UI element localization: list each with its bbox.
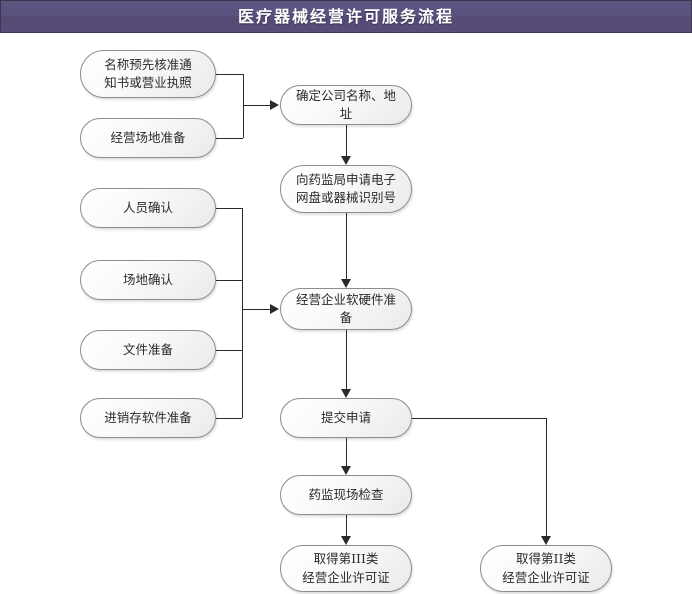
arrow-into-n7 (270, 100, 279, 110)
node-obtain-class-ii-license[interactable]: 取得第II类 经营企业许可证 (480, 545, 612, 592)
node-enterprise-hardware-software-preparation[interactable]: 经营企业软硬件准备 (280, 288, 412, 330)
node-label: 人员确认 (122, 199, 173, 215)
connector-n3-stub (216, 208, 242, 209)
node-label: 场地确认 (122, 271, 173, 287)
node-label: 取得第III类 经营企业许可证 (302, 551, 390, 585)
node-document-preparation[interactable]: 文件准备 (80, 330, 216, 370)
node-label: 名称预先核准通 知书或营业执照 (104, 56, 192, 90)
node-site-confirmation[interactable]: 场地确认 (80, 260, 216, 300)
connector-bus-top (243, 74, 244, 138)
flowchart-canvas: 名称预先核准通 知书或营业执照 经营场地准备 人员确认 场地确认 文件准备 进销… (0, 33, 692, 594)
node-name-approval-or-license[interactable]: 名称预先核准通 知书或营业执照 (80, 50, 216, 98)
node-label: 向药监局申请电子 网盘或器械识别号 (295, 171, 396, 205)
node-onsite-inspection[interactable]: 药监现场检查 (280, 475, 412, 515)
connector-n8-to-n9 (346, 213, 347, 279)
node-apply-edrive-or-device-id[interactable]: 向药监局申请电子 网盘或器械识别号 (280, 165, 412, 213)
node-label: 文件准备 (122, 341, 173, 357)
arrow-into-n10 (341, 389, 351, 398)
node-obtain-class-iii-license[interactable]: 取得第III类 经营企业许可证 (280, 545, 412, 592)
connector-right-down (546, 418, 547, 536)
connector-n10-to-n11 (346, 438, 347, 466)
arrow-into-n8 (341, 156, 351, 165)
node-label: 提交申请 (320, 409, 371, 425)
connector-bus-mid-to-n9 (242, 309, 271, 310)
page-title: 医疗器械经营许可服务流程 (237, 6, 454, 26)
arrow-into-n9-top (341, 279, 351, 288)
node-label: 经营企业软硬件准备 (295, 291, 396, 325)
node-personnel-confirmation[interactable]: 人员确认 (80, 188, 216, 228)
connector-n5-stub (216, 350, 242, 351)
connector-n2-stub (216, 138, 243, 139)
arrow-into-n9-left (270, 304, 279, 314)
connector-n11-to-n12 (346, 515, 347, 536)
connector-n9-to-n10 (346, 330, 347, 389)
node-label: 药监现场检查 (308, 486, 384, 502)
node-site-preparation[interactable]: 经营场地准备 (80, 118, 216, 158)
arrow-into-n12 (341, 536, 351, 545)
connector-n7-to-n8 (346, 125, 347, 156)
connector-n10-to-right (412, 418, 546, 419)
connector-n1-stub (216, 74, 243, 75)
node-label: 进销存软件准备 (104, 409, 192, 425)
connector-bus-top-to-n7 (243, 105, 271, 106)
arrow-into-n11 (341, 466, 351, 475)
node-label: 取得第II类 经营企业许可证 (502, 551, 590, 585)
node-determine-company-name-address[interactable]: 确定公司名称、地址 (280, 85, 412, 125)
node-submit-application[interactable]: 提交申请 (280, 398, 412, 438)
connector-n6-stub (216, 418, 242, 419)
node-inventory-software-preparation[interactable]: 进销存软件准备 (80, 398, 216, 438)
node-label: 经营场地准备 (110, 129, 186, 145)
connector-bus-mid (242, 208, 243, 418)
page-title-bar: 医疗器械经营许可服务流程 (0, 0, 692, 33)
connector-n4-stub (216, 280, 242, 281)
node-label: 确定公司名称、地址 (295, 87, 396, 121)
arrow-into-n13 (541, 536, 551, 545)
